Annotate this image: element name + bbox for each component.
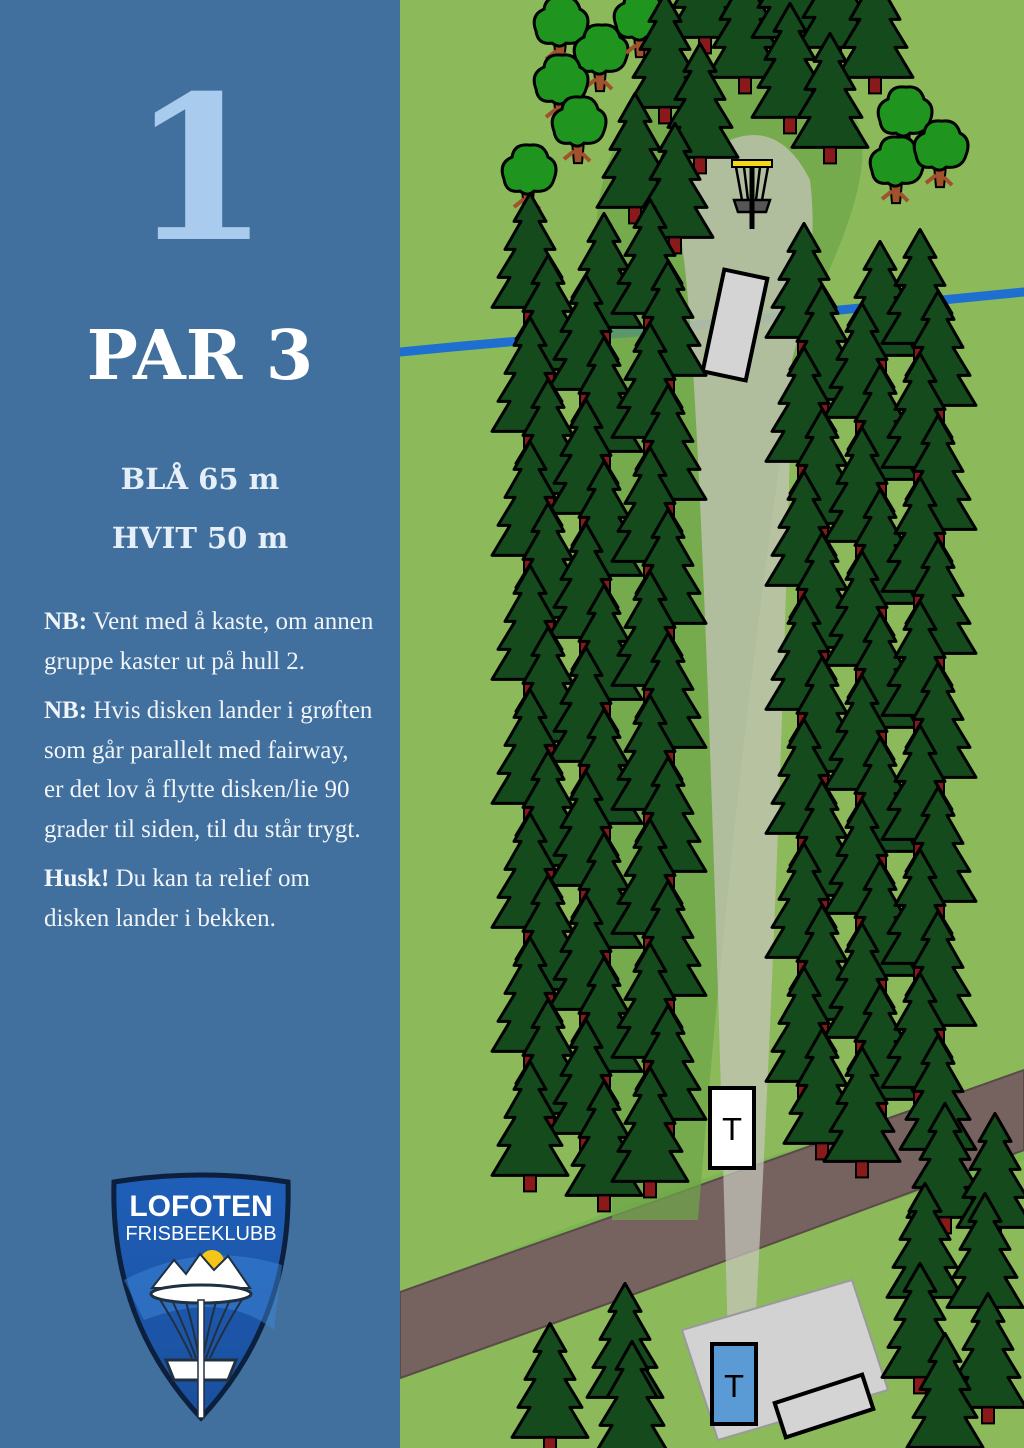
- tee-label: T: [724, 1370, 744, 1405]
- bench: [772, 1372, 876, 1440]
- tee-pad-white: T: [708, 1086, 756, 1170]
- disc-golf-basket-icon: [731, 159, 773, 229]
- tee-label: T: [722, 1113, 742, 1148]
- info-panel: 1 PAR 3 BLÅ 65 m HVIT 50 m NB: Vent med …: [0, 0, 400, 1448]
- club-logo: LOFOTEN FRISBEEKLUBB: [111, 1172, 291, 1422]
- note-text: Du kan ta relief om disken lander i bekk…: [44, 865, 310, 932]
- mountains-icon: [149, 1252, 252, 1289]
- note-text: Hvis disken lander i grøften som går par…: [44, 697, 373, 843]
- distance-blue: BLÅ 65 m: [120, 462, 280, 496]
- note-text: Vent med å kaste, om annen gruppe kaster…: [44, 608, 374, 675]
- note-label: NB:: [44, 608, 88, 635]
- note-1: NB: Vent med å kaste, om annen gruppe ka…: [44, 602, 374, 681]
- par-label: PAR 3: [86, 316, 314, 396]
- logo-subtitle: FRISBEEKLUBB: [125, 1223, 276, 1245]
- fairway-obstacle: [700, 267, 770, 383]
- basket-chains-icon: [158, 1297, 244, 1359]
- logo-title: LOFOTEN: [129, 1190, 272, 1223]
- hole-map: T T: [400, 0, 1024, 1448]
- distance-white: HVIT 50 m: [111, 521, 289, 555]
- note-3: Husk! Du kan ta relief om disken lander …: [44, 859, 374, 938]
- note-2: NB: Hvis disken lander i grøften som går…: [44, 691, 374, 849]
- note-label: Husk!: [44, 865, 110, 892]
- notes: NB: Vent med å kaste, om annen gruppe ka…: [44, 602, 374, 948]
- note-label: NB:: [44, 697, 88, 724]
- tee-pad-blue: T: [710, 1342, 758, 1426]
- hole-number: 1: [130, 52, 270, 287]
